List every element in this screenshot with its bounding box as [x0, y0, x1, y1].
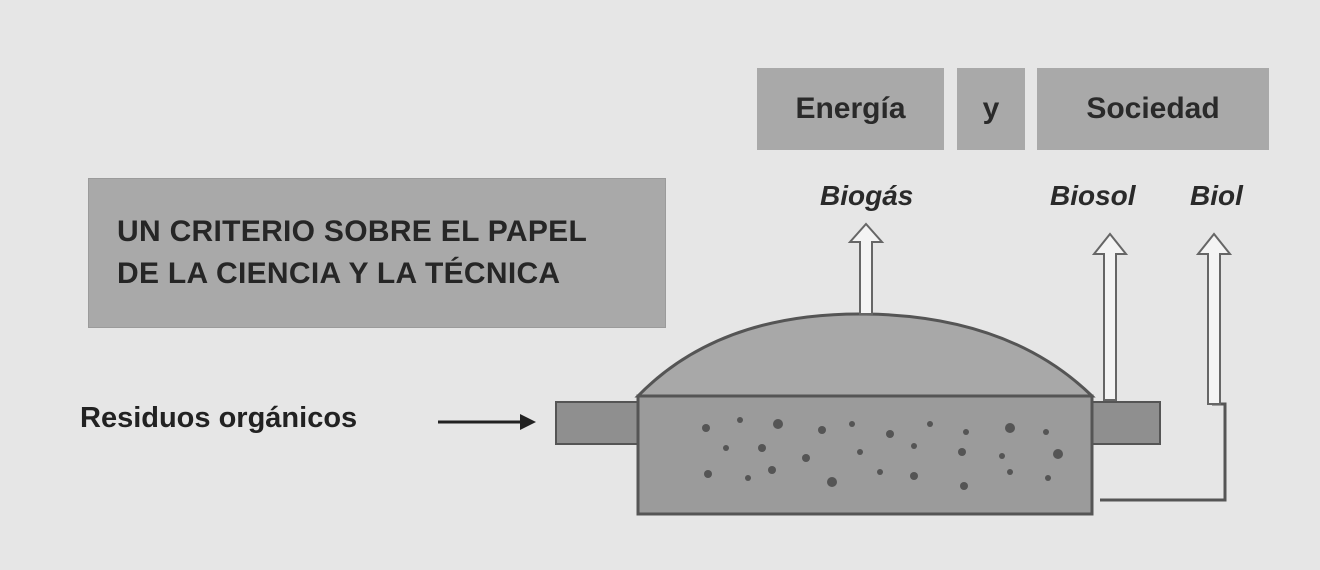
particle — [886, 430, 894, 438]
particle — [958, 448, 966, 456]
particle — [849, 421, 855, 427]
biogas-label: Biogás — [820, 180, 914, 211]
particle — [960, 482, 968, 490]
particle — [857, 449, 863, 455]
particle — [963, 429, 969, 435]
particle — [702, 424, 710, 432]
connector-label: y — [982, 92, 1000, 125]
sociedad-box: Sociedad — [1037, 68, 1269, 150]
particle — [737, 417, 743, 423]
particle — [704, 470, 712, 478]
residuos-label: Residuos orgánicos — [80, 402, 358, 434]
input-arrow-head — [520, 414, 536, 430]
tank — [636, 394, 1094, 516]
particle — [910, 472, 918, 480]
particle — [827, 477, 837, 487]
energia-label: Energía — [795, 92, 906, 125]
particle — [1007, 469, 1013, 475]
biosol-arrow — [1091, 232, 1129, 401]
particle — [723, 445, 729, 451]
energia-box: Energía — [757, 68, 944, 150]
particle — [802, 454, 810, 462]
sociedad-label: Sociedad — [1086, 92, 1220, 125]
particle — [758, 444, 766, 452]
biol-arrow — [1195, 232, 1233, 405]
organic-particles — [702, 417, 1063, 490]
particle — [911, 443, 917, 449]
particle — [877, 469, 883, 475]
dome — [634, 312, 1096, 398]
biogas-arrow — [847, 222, 885, 315]
particle — [1005, 423, 1015, 433]
particle — [1043, 429, 1049, 435]
particle — [768, 466, 776, 474]
particle — [1053, 449, 1063, 459]
connector-box: y — [957, 68, 1025, 150]
biosol-label: Biosol — [1050, 180, 1136, 211]
particle — [818, 426, 826, 434]
particle — [1045, 475, 1051, 481]
particle — [745, 475, 751, 481]
particle — [999, 453, 1005, 459]
title-box: UN CRITERIO SOBRE EL PAPEL DE LA CIENCIA… — [88, 178, 666, 328]
biol-label: Biol — [1190, 180, 1243, 211]
particle — [773, 419, 783, 429]
title-text: UN CRITERIO SOBRE EL PAPEL DE LA CIENCIA… — [117, 215, 588, 290]
particle — [927, 421, 933, 427]
